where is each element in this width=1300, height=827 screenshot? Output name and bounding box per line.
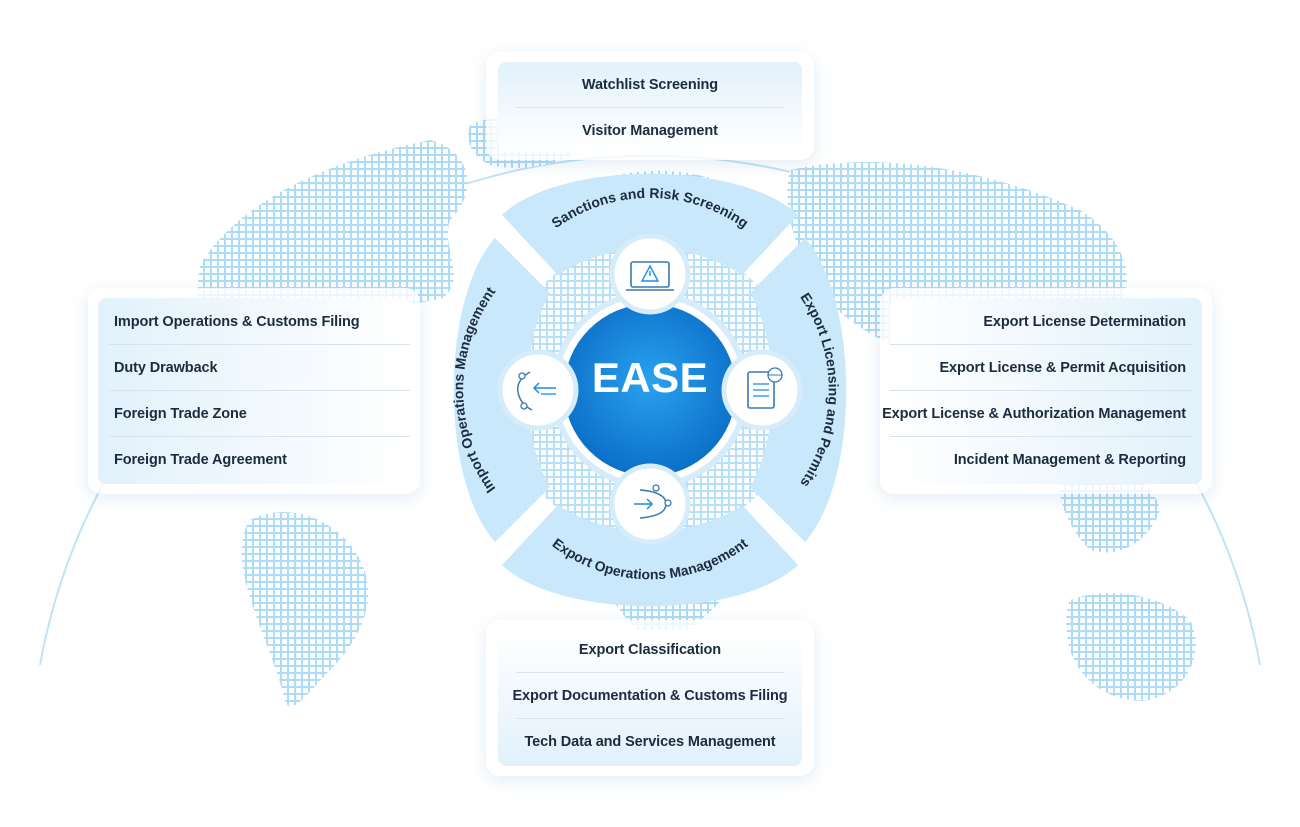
- divider: [108, 390, 410, 391]
- right-panel-item[interactable]: Incident Management & Reporting: [953, 452, 1186, 468]
- divider: [890, 390, 1192, 391]
- bottom-panel-item[interactable]: Export Classification: [578, 642, 722, 658]
- top-panel: Watchlist Screening Visitor Management: [486, 52, 814, 160]
- hub: [564, 304, 736, 476]
- divider: [516, 107, 784, 108]
- left-panel-item[interactable]: Duty Drawback: [114, 360, 218, 376]
- divider: [108, 344, 410, 345]
- left-panel-item[interactable]: Foreign Trade Zone: [114, 406, 247, 422]
- left-panel-item[interactable]: Foreign Trade Agreement: [114, 452, 287, 468]
- left-panel-item[interactable]: Import Operations & Customs Filing: [114, 314, 360, 330]
- right-panel-item[interactable]: Export License & Permit Acquisition: [939, 360, 1186, 376]
- laptop-warning-icon: [609, 233, 691, 315]
- right-panel: Export License Determination Export Lice…: [880, 288, 1212, 494]
- divider: [890, 436, 1192, 437]
- divider: [108, 436, 410, 437]
- segment-bottom: [502, 505, 798, 607]
- bottom-panel-item[interactable]: Tech Data and Services Management: [524, 734, 776, 750]
- top-panel-item[interactable]: Visitor Management: [582, 123, 718, 139]
- left-panel: Import Operations & Customs Filing Duty …: [88, 288, 420, 494]
- hub-title: EASE: [591, 354, 709, 401]
- document-globe-icon: [721, 349, 803, 431]
- top-panel-item[interactable]: Watchlist Screening: [581, 77, 719, 93]
- segment-top: [502, 173, 798, 275]
- right-panel-item[interactable]: Export License Determination: [983, 314, 1186, 330]
- right-panel-item[interactable]: Export License & Authorization Managemen…: [882, 406, 1186, 422]
- divider: [890, 344, 1192, 345]
- bottom-panel-item[interactable]: Export Documentation & Customs Filing: [512, 688, 788, 704]
- divider: [516, 672, 784, 673]
- export-flow-icon: [609, 463, 691, 545]
- import-flow-icon: [497, 349, 579, 431]
- divider: [516, 718, 784, 719]
- bottom-panel: Export Classification Export Documentati…: [486, 620, 814, 776]
